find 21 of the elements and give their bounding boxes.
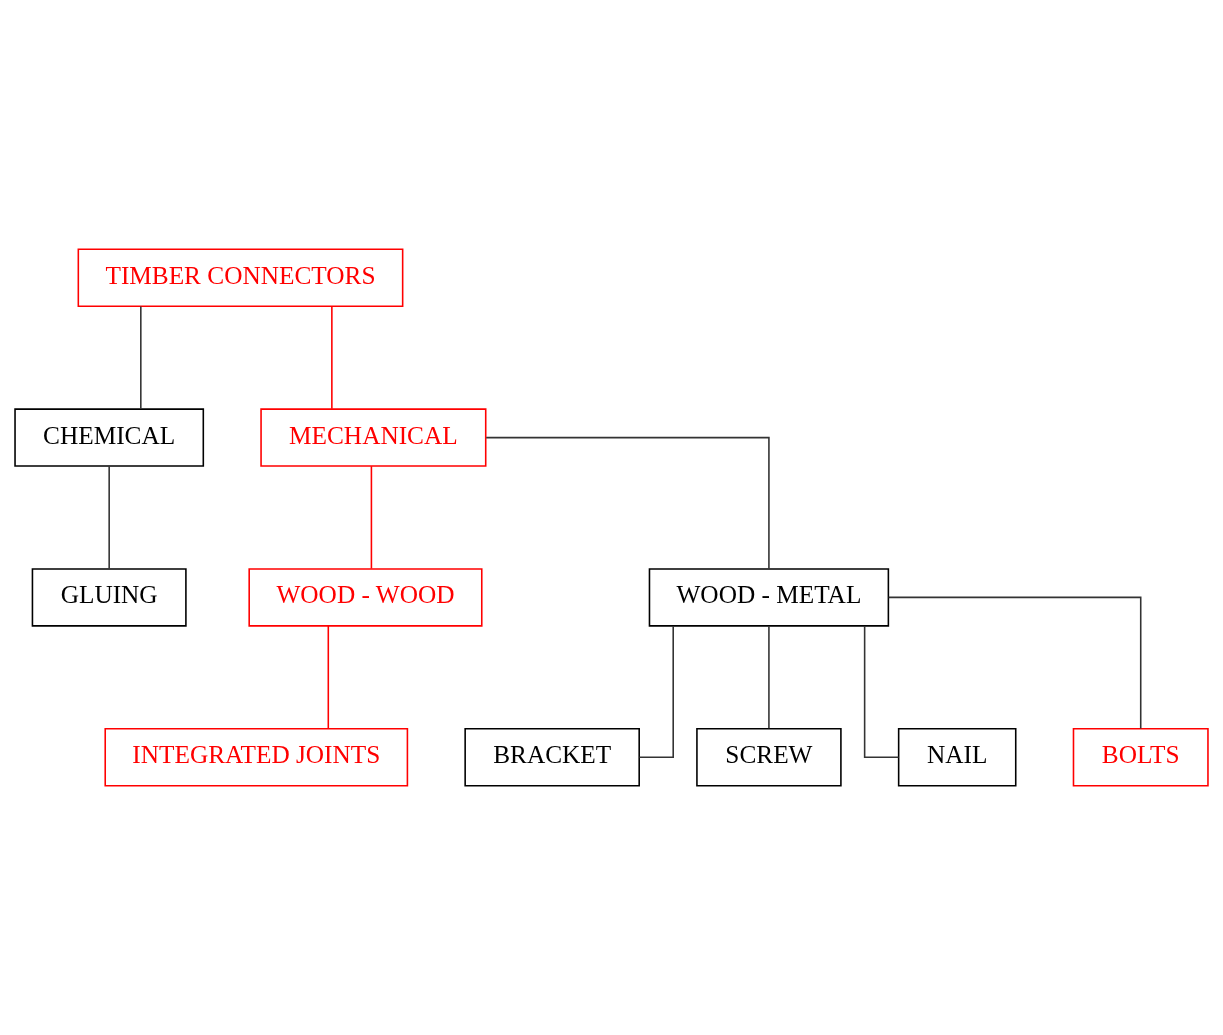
node-box: BRACKET [464, 727, 640, 787]
connector [768, 625, 770, 730]
node-box: SCREW [696, 727, 842, 787]
node-box: INTEGRATED JOINTS [104, 727, 409, 787]
node-box: NAIL [897, 727, 1017, 787]
node-box: MECHANICAL [260, 408, 487, 467]
node-box: WOOD - METAL [648, 568, 890, 627]
node-box: BOLTS [1072, 727, 1209, 787]
node-box: TIMBER CONNECTORS [77, 248, 404, 308]
connector [485, 436, 770, 570]
connector [140, 305, 142, 410]
node-box: CHEMICAL [14, 408, 205, 467]
connector [327, 625, 330, 730]
connector [638, 625, 674, 758]
connector [331, 305, 333, 410]
connector [108, 465, 110, 570]
node-box: WOOD - WOOD [248, 568, 483, 627]
connector [863, 625, 900, 758]
connector [370, 465, 373, 570]
connector [887, 596, 1142, 730]
node-box: GLUING [31, 568, 187, 627]
